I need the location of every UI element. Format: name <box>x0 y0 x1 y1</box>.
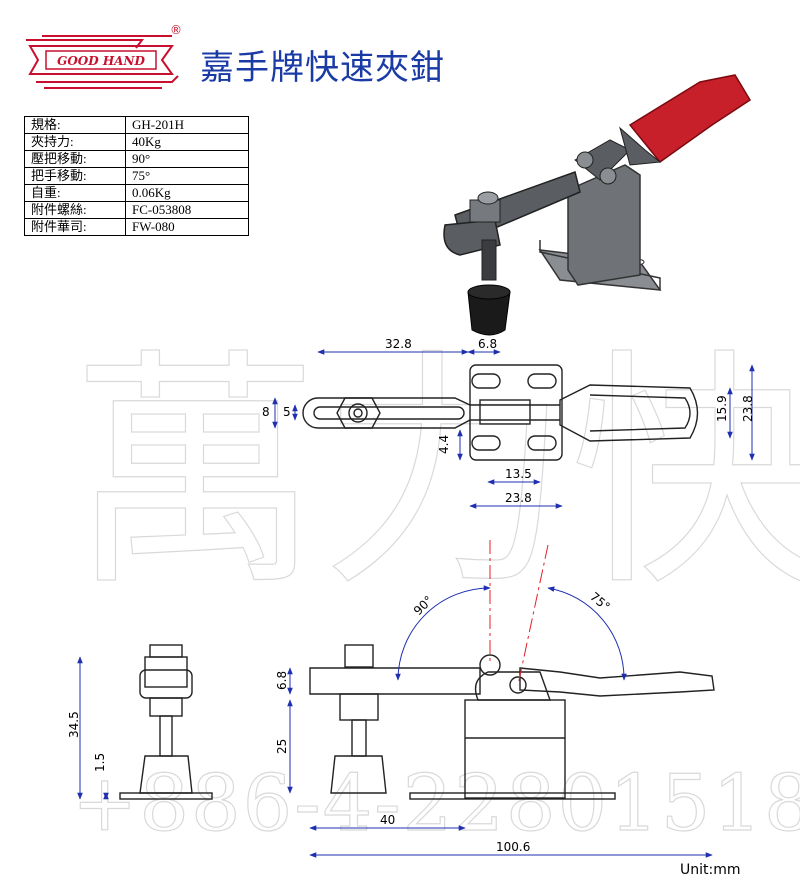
top-view-dimensions <box>272 349 755 509</box>
svg-text:40: 40 <box>380 813 395 827</box>
registered-mark: ® <box>170 24 182 37</box>
logo-text: GOOD HAND <box>57 54 145 68</box>
svg-text:15.9: 15.9 <box>715 395 729 422</box>
spec-value: 0.06Kg <box>125 184 249 202</box>
svg-text:32.8: 32.8 <box>385 337 412 351</box>
front-view-dimensions <box>77 656 109 800</box>
clamp-3d-render <box>443 74 752 336</box>
brand-logo: GOOD HAND ® <box>22 23 182 98</box>
top-view-dim-labels: 32.8 6.8 8 5 4.4 15.9 23.8 13.5 23.8 <box>262 337 755 505</box>
spec-value: 90° <box>125 150 249 168</box>
watermark-phone: +886-4-22801518 <box>72 759 800 849</box>
svg-text:34.5: 34.5 <box>67 711 81 738</box>
side-view-dimensions <box>287 585 713 858</box>
svg-text:4.4: 4.4 <box>437 435 451 454</box>
top-view-drawing <box>302 364 699 461</box>
spec-row: 把手移動:75° <box>24 167 249 185</box>
svg-text:100.6: 100.6 <box>496 840 530 854</box>
spec-row: 規格:GH-201H <box>24 116 249 134</box>
spec-row: 自重:0.06Kg <box>24 184 249 202</box>
spec-key: 規格: <box>24 116 126 134</box>
spec-value: FW-080 <box>125 218 249 236</box>
svg-text:6.8: 6.8 <box>275 671 289 690</box>
svg-text:13.5: 13.5 <box>505 467 532 481</box>
spec-value: GH-201H <box>125 116 249 134</box>
front-view-dim-labels: 34.5 1.5 <box>67 711 107 772</box>
spec-row: 附件華司:FW-080 <box>24 218 249 236</box>
unit-label: Unit:mm <box>680 862 741 878</box>
spec-value: 40Kg <box>125 133 249 151</box>
svg-text:1.5: 1.5 <box>93 753 107 772</box>
svg-text:5: 5 <box>283 405 291 419</box>
spec-key: 把手移動: <box>24 167 126 185</box>
svg-text:25: 25 <box>275 739 289 754</box>
spec-row: 壓把移動:90° <box>24 150 249 168</box>
svg-text:23.8: 23.8 <box>505 491 532 505</box>
spec-row: 附件螺絲:FC-053808 <box>24 201 249 219</box>
watermark: 萬力快 +886-4-22801518 <box>69 327 800 849</box>
spec-value: FC-053808 <box>125 201 249 219</box>
spec-key: 附件華司: <box>24 218 126 236</box>
page-title: 嘉手牌快速夾鉗 <box>200 48 445 88</box>
watermark-chars: 萬力快 <box>70 328 800 619</box>
spec-key: 自重: <box>24 184 126 202</box>
svg-text:8: 8 <box>262 405 270 419</box>
front-view-drawing <box>119 644 213 800</box>
svg-text:6.8: 6.8 <box>478 337 497 351</box>
spec-key: 壓把移動: <box>24 150 126 168</box>
svg-text:23.8: 23.8 <box>741 395 755 422</box>
